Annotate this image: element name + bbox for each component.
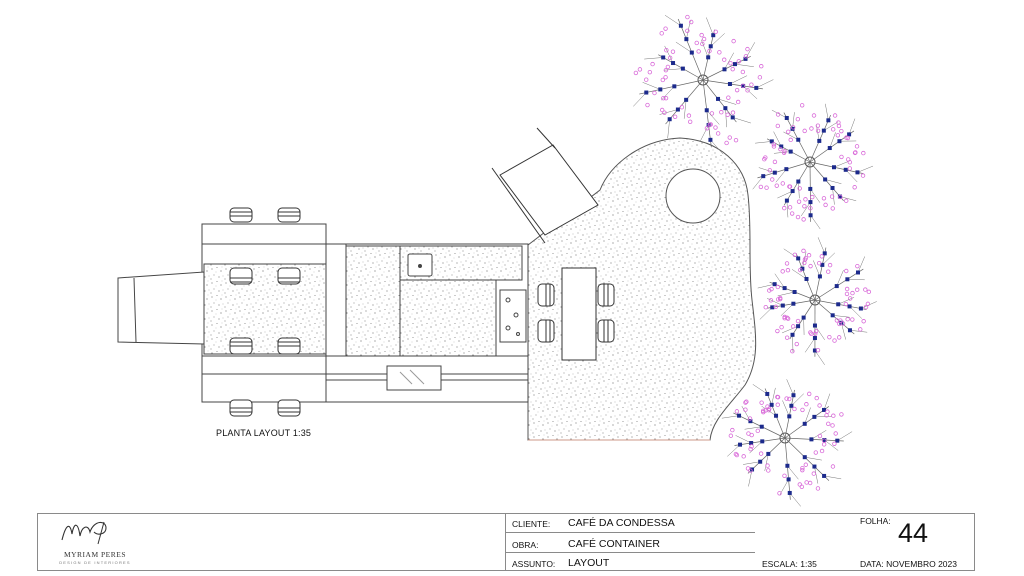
awning: [491, 127, 599, 244]
chairs-left-deck: [229, 207, 301, 417]
tree-3: [757, 237, 877, 365]
tree-1: [633, 14, 774, 155]
drawing-title: PLANTA LAYOUT 1:35: [216, 428, 312, 438]
tree-planter: [665, 168, 721, 224]
access-ramp: [117, 271, 205, 345]
patio-table: [561, 267, 597, 361]
kitchen-floor: [345, 245, 401, 357]
title-block: MYRIAM PERES DESIGN DE INTERIORES CLIENT…: [37, 513, 975, 571]
flowering-trees: [633, 14, 877, 507]
cliente-label: CLIENTE:: [512, 519, 551, 529]
data-text: DATA: NOVEMBRO 2023: [860, 559, 957, 569]
tree-2: [752, 103, 874, 230]
assunto-value: LAYOUT: [568, 557, 610, 569]
tree-4: [721, 379, 853, 507]
obra-value: CAFÉ CONTAINER: [568, 538, 660, 550]
folha-label: FOLHA:: [860, 516, 891, 526]
floor-plan-drawing: [117, 14, 877, 507]
folha-number: 44: [898, 518, 929, 548]
sink: [407, 253, 433, 277]
container-structure: [201, 223, 529, 403]
obra-label: OBRA:: [512, 540, 539, 550]
left-deck-floor: [203, 263, 327, 355]
logo-name: MYRIAM PERES: [63, 550, 127, 559]
logo-tagline: DESIGN DE INTERIORES: [59, 560, 131, 565]
escala-text: ESCALA: 1:35: [762, 559, 817, 569]
patio-table-set: [537, 267, 615, 361]
cliente-value: CAFÉ DA CONDESSA: [568, 517, 675, 529]
coffee-machine: [499, 289, 527, 343]
display-case: [386, 365, 442, 391]
assunto-label: ASSUNTO:: [512, 559, 556, 569]
signature-logo-icon: [61, 521, 107, 545]
counter-floor: [399, 279, 497, 357]
designer-logo: MYRIAM PERES DESIGN DE INTERIORES: [38, 514, 158, 570]
